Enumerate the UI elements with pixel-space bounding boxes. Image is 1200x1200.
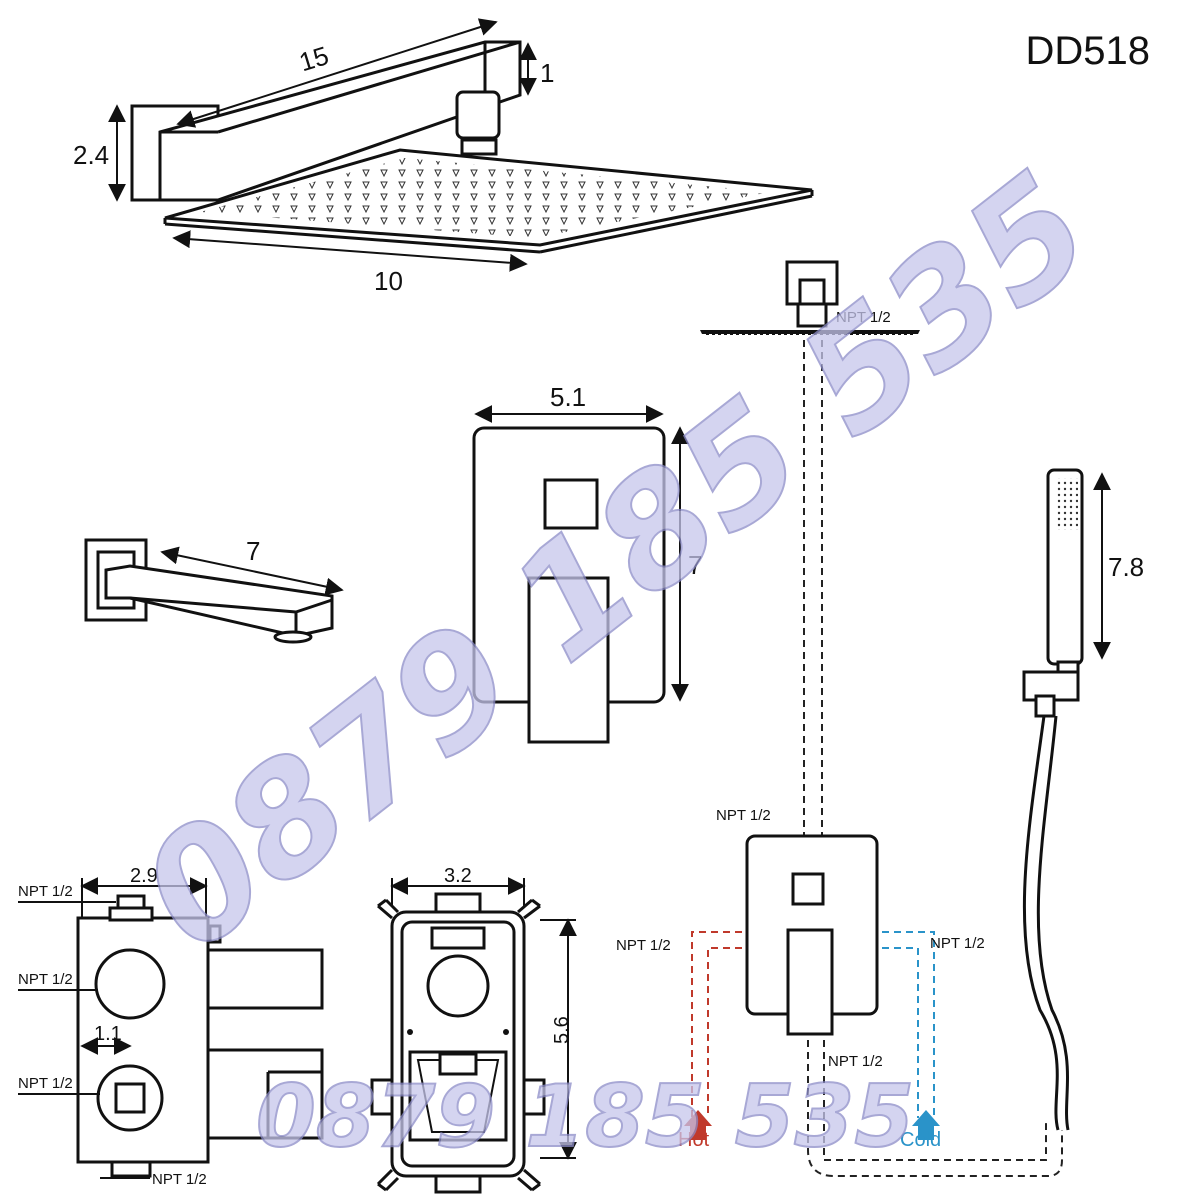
tub-spout-drawing (84, 538, 334, 644)
head-width-dimension-line (172, 230, 528, 272)
trim-width-value: 5.1 (550, 382, 586, 412)
arm-height-value: 1 (540, 58, 554, 88)
spout-length-dimension-line (160, 546, 344, 596)
cold-label: Cold (900, 1129, 941, 1151)
npt-label-hot-inlet: NPT 1/2 (616, 937, 671, 954)
npt-label-head: NPT 1/2 (836, 309, 891, 326)
head-width-value: 10 (374, 266, 403, 296)
npt-label-outlet: NPT 1/2 (828, 1053, 883, 1070)
npt-label-side-upper: NPT 1/2 (18, 971, 73, 988)
valve-body-side-view (76, 894, 324, 1178)
arm-length-dimension-line (176, 18, 498, 128)
hand-shower-drawing (1022, 468, 1084, 1131)
valve-side-offset-value: 1.1 (94, 1023, 122, 1045)
trim-height-value: 7 (688, 550, 702, 580)
valve-body-front-view (370, 892, 546, 1194)
model-label: DD518 (1025, 29, 1150, 73)
valve-front-width-value: 3.2 (444, 865, 472, 887)
arm-length-value: 15 (296, 40, 332, 77)
valve-side-width-value: 2.9 (130, 865, 158, 887)
npt-label-side-bottom: NPT 1/2 (152, 1171, 207, 1188)
plate-height-value: 2.4 (73, 140, 109, 170)
valve-front-height-value: 5.6 (551, 1016, 573, 1044)
npt-label-side-lower: NPT 1/2 (18, 1075, 73, 1092)
hot-label: Hot (678, 1129, 710, 1151)
handshower-length-value: 7.8 (1108, 552, 1144, 582)
installation-schematic (684, 260, 1063, 1177)
npt-label-cold-inlet: NPT 1/2 (930, 935, 985, 952)
npt-label-riser: NPT 1/2 (716, 807, 771, 824)
npt-label-side-top: NPT 1/2 (18, 883, 73, 900)
spout-length-value: 7 (246, 536, 260, 566)
watermark-diagonal: 0879 185 535 (111, 140, 1123, 984)
watermark-bottom: 0879 185 535 (256, 1067, 914, 1167)
rain-shower-head-drawing (130, 40, 814, 254)
trim-plate-drawing (472, 426, 666, 744)
